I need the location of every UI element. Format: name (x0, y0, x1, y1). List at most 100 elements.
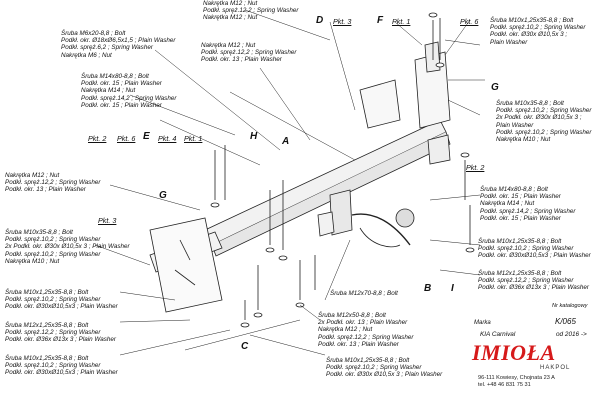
label-line: Podkł. spręż.14,2 ; Spring Washer (81, 94, 177, 102)
label-line: Nakrętka M6 ; Nut (61, 51, 112, 59)
pkt-label: Pkt. 4 (158, 134, 177, 143)
label-line: Śruba M10x1,25x35-8,8 ; Bolt (478, 238, 562, 245)
label-line: Śruba M14x80-8,8 ; Bolt (81, 73, 149, 80)
label-bolt-m10-bottom: Śruba M10x1,25x35-8,8 ; Bolt Podkł. sprę… (5, 355, 118, 377)
part-letter-b: B (424, 283, 432, 294)
label-line: Podkł. spręż.10,2 ; Spring Washer (490, 24, 586, 32)
label-line: Nakrętka M14 ; Nut (81, 87, 136, 95)
label-line: Śruba M12x1,25x35-8,8 ; Bolt (478, 270, 562, 277)
vehicle-model: KIA Carnival (480, 331, 516, 338)
label-line: Podkł. spręż.12,2 ; Spring Washer (478, 277, 574, 285)
label-line: Podkł. spręż.12,2 ; Spring Washer (5, 179, 101, 187)
label-line: Podkł. okr. 15 ; Plain Washer (480, 214, 561, 222)
label-line: Podkł. okr. 13 ; Plain Washer (201, 56, 282, 64)
label-line: Nakrętka M14 ; Nut (480, 200, 535, 208)
label-line: Podkł. okr. Ø30x Ø10,5x 3 ; Plain Washer (326, 371, 443, 379)
label-line: Nakrętka M12 ; Nut (5, 172, 60, 179)
label-line: Podkł. okr. Ø30xØ10,5x3 ; Plain Washer (5, 303, 118, 311)
label-line: 2x Podkł. okr. Ø30x Ø10,5x 3 ; (496, 114, 582, 122)
pkt-label: Pkt. 3 (333, 17, 352, 26)
label-line: Śruba M14x80-8,8 ; Bolt (480, 186, 548, 193)
label-line: Śruba M10x35-8,8 ; Bolt (496, 100, 564, 107)
brand-subtitle: HAKPOL (540, 365, 571, 371)
label-line: Podkł. okr. Ø30xØ10,5x3 ; Plain Washer (5, 369, 118, 377)
brand-address: 96-111 Kowiesy, Chojnata 23 A tel. +48 4… (478, 375, 555, 389)
label-line: Nakrętka M12 ; Nut (203, 14, 258, 22)
label-line: Podkł. okr. 13 ; Plain Washer (318, 340, 399, 348)
label-line: Śruba M10x1,25x35-8,8 ; Bolt (490, 17, 574, 24)
part-letter-f: F (377, 15, 384, 26)
label-line: Podkł. okr. Ø30x Ø10,5x 3 ; (490, 31, 568, 39)
label-bolt-m12x70: Śruba M12x70-8,8 ; Bolt (330, 290, 398, 297)
label-line: Podkł. spręż.10,2 ; Spring Washer (5, 250, 101, 258)
label-line: Podkł. okr. Ø36x Ø13x 3 ; Plain Washer (5, 336, 116, 344)
part-letter-d: D (316, 15, 324, 26)
label-line: Nakrętka M10 ; Nut (5, 257, 60, 265)
label-line: Podkł. spręż.12,2 ; Spring Washer (318, 333, 414, 341)
pkt-label: Pkt. 3 (98, 216, 117, 225)
drawing-lines (94, 9, 485, 356)
label-line: Plain Washer (496, 121, 534, 129)
catalog-label: Nr katalogowy (552, 303, 588, 309)
label-nut-m12-mid: Nakrętka M12 ; Nut Podkł. spręż.12,2 ; S… (201, 42, 296, 64)
part-letter-g-right: G (491, 82, 499, 93)
pkt-label: Pkt. 6 (117, 134, 136, 143)
pkt-label: Pkt. 2 (88, 134, 107, 143)
label-bolt-m12-right: Śruba M12x1,25x35-8,8 ; Bolt Podkł. sprę… (478, 270, 589, 292)
label-line: 2x Podkł. okr. 13 ; Plain Washer (318, 319, 408, 327)
label-bolt-m10-right2: Śruba M10x1,25x35-8,8 ; Bolt Podkł. sprę… (478, 238, 591, 260)
label-line: Podkł. okr. 15 ; Plain Washer (81, 101, 162, 109)
pkt-label: Pkt. 1 (392, 17, 411, 26)
label-bolt-m14-right: Śruba M14x80-8,8 ; Bolt Podkł. okr. 15 ;… (480, 186, 575, 222)
label-line: Śruba M12x1,25x35-8,8 ; Bolt (5, 322, 89, 329)
label-line: Podkł. okr. Ø18xØ6,5x1,5 ; Plain Washer (61, 37, 176, 45)
label-nut-m12-left: Nakrętka M12 ; Nut Podkł. spręż.12,2 ; S… (5, 172, 100, 194)
label-line: Podkł. spręż.10,2 ; Spring Washer (496, 128, 592, 136)
part-letter-h: H (250, 131, 258, 142)
label-line: Podkł. okr. 13 ; Plain Washer (5, 186, 86, 194)
part-letter-a: A (282, 136, 290, 147)
label-line: Śruba M10x1,25x35-8,8 ; Bolt (5, 355, 89, 362)
catalog-number: K/065 (555, 317, 576, 326)
label-line: Podkł. spręż.6,2 ; Spring Washer (61, 44, 153, 52)
part-letter-c: C (241, 341, 249, 352)
part-letter-e: E (143, 131, 150, 142)
label-line: Podkł. okr. 15 ; Plain Washer (480, 193, 561, 201)
brand-logo: IMIOŁA (472, 340, 556, 365)
label-line: Nakrętka M10 ; Nut (496, 136, 551, 144)
address-line: 96-111 Kowiesy, Chojnata 23 A (478, 375, 555, 381)
label-bolt-m10-right: Śruba M10x35-8,8 ; Bolt Podkł. spręż.10,… (496, 100, 591, 143)
label-line: Podkł. spręż.10,2 ; Spring Washer (5, 296, 101, 304)
label-bolt-m10-center: Śruba M10x1,25x35-8,8 ; Bolt Podkł. sprę… (326, 357, 442, 379)
label-bolt-m12x50: Śruba M12x50-8,8 ; Bolt 2x Podkł. okr. 1… (318, 312, 413, 348)
label-line: Śruba M10x1,25x35-8,8 ; Bolt (326, 357, 410, 364)
label-line: Podkł. spręż.10,2 ; Spring Washer (326, 364, 422, 372)
label-bolt-m6: Śruba M6x20-8,8 ; Bolt Podkł. okr. Ø18xØ… (61, 30, 175, 59)
pkt-label: Pkt. 6 (460, 17, 479, 26)
label-line: Podkł. spręż.10,2 ; Spring Washer (5, 236, 101, 244)
label-line: Plain Washer (490, 38, 528, 46)
label-line: Podkł. spręż.12,2 ; Spring Washer (5, 329, 101, 337)
marka-label: Marka (474, 320, 491, 326)
label-line: Podkł. spręż.10,2 ; Spring Washer (496, 107, 592, 115)
label-line: Śruba M12x50-8,8 ; Bolt (318, 312, 386, 319)
label-bolt-m10-left: Śruba M10x35-8,8 ; Bolt Podkł. spręż.10,… (5, 229, 130, 265)
label-line: Podkł. okr. Ø30xØ10,5x3 ; Plain Washer (478, 252, 591, 260)
label-line: Podkł. spręż.14,2 ; Spring Washer (480, 207, 576, 215)
part-letter-g-left: G (159, 190, 167, 201)
label-line: Podkł. spręż.12,2 ; Spring Washer (203, 7, 299, 15)
label-line: Śruba M10x35-8,8 ; Bolt (5, 229, 73, 236)
pkt-label: Pkt. 1 (184, 134, 203, 143)
label-bolt-m12-lower: Śruba M12x1,25x35-8,8 ; Bolt Podkł. sprę… (5, 322, 116, 344)
label-line: Śruba M12x70-8,8 ; Bolt (330, 290, 398, 297)
label-line: Podkł. okr. Ø36x Ø13x 3 ; Plain Washer (478, 284, 589, 292)
part-letter-i: I (451, 283, 454, 294)
label-top-nut: Nakrętka M12 ; Nut Podkł. spręż.12,2 ; S… (203, 0, 298, 22)
label-line: Śruba M6x20-8,8 ; Bolt (61, 30, 126, 37)
phone-line: tel. +48 46 831 75 31 (478, 382, 531, 388)
label-bolt-m14-left: Śruba M14x80-8,8 ; Bolt Podkł. okr. 15 ;… (81, 73, 176, 109)
label-line: Podkł. spręż.10,2 ; Spring Washer (478, 245, 574, 253)
label-line: Podkł. spręż.12,2 ; Spring Washer (201, 49, 297, 57)
label-line: 2x Podkł. okr. Ø30x Ø10,5x 3 ; Plain Was… (5, 243, 130, 251)
pkt-label: Pkt. 2 (466, 163, 485, 172)
